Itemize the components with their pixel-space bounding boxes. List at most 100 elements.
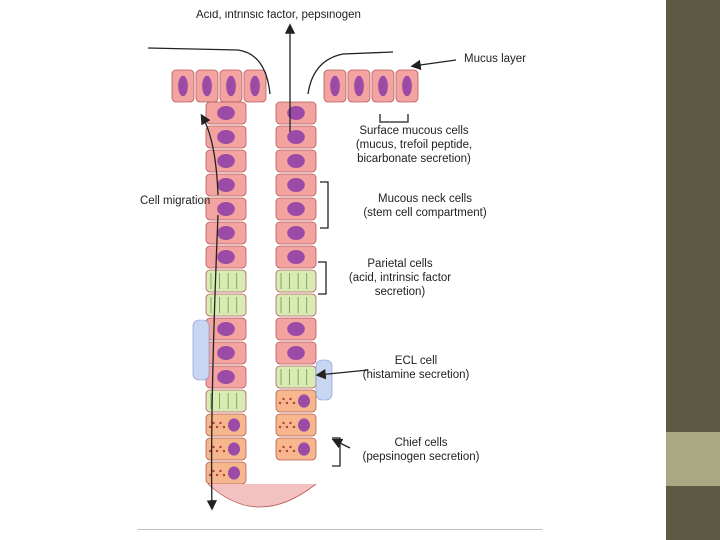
zymogen-granule <box>289 445 292 449</box>
chief-line2: (pepsinogen secretion) <box>362 451 480 463</box>
zymogen-granule <box>219 421 222 425</box>
ecl-arrow <box>315 369 369 380</box>
surface-mucous-title: Surface mucous cells <box>359 125 469 137</box>
zymogen-granule <box>222 425 226 429</box>
parietal-line3: secretion) <box>374 286 426 298</box>
nucleus <box>217 201 235 217</box>
zymogen-granule <box>208 473 212 477</box>
nucleus <box>250 75 260 97</box>
mucus-right-line <box>307 51 394 95</box>
ecl-cell <box>315 359 333 401</box>
mucus-layer-arrow <box>410 59 457 71</box>
parietal-cell <box>205 269 247 293</box>
zymogen-granule <box>282 445 285 449</box>
mucous-neck-bracket <box>320 181 329 229</box>
nucleus <box>178 75 188 97</box>
mucous-neck-title: Mucous neck cells <box>378 193 472 205</box>
nucleus <box>217 345 235 361</box>
zymogen-granule <box>292 401 296 405</box>
zymogen-granule <box>278 425 282 429</box>
zymogen-granule <box>212 421 215 425</box>
nucleus <box>226 75 236 97</box>
nucleus <box>298 418 310 432</box>
chief-title: Chief cells <box>394 437 448 449</box>
parietal-cell <box>205 389 247 413</box>
nucleus <box>378 75 388 97</box>
zymogen-granule <box>289 397 292 401</box>
zymogen-granule <box>278 401 282 405</box>
zymogen-granule <box>212 469 215 473</box>
nucleus <box>217 369 235 385</box>
zymogen-granule <box>212 445 215 449</box>
nucleus <box>298 394 310 408</box>
zymogen-granule <box>285 401 289 405</box>
parietal-line2: (acid, intrinsic factor <box>348 272 452 284</box>
nucleus <box>217 321 235 337</box>
gastric-gland-diagram <box>147 23 457 511</box>
nucleus <box>202 75 212 97</box>
figure-bottom-rule <box>138 529 542 530</box>
parietal-cell <box>275 293 317 317</box>
annotation-lines <box>147 23 457 511</box>
nucleus <box>217 249 235 265</box>
zymogen-granule <box>285 449 289 453</box>
cells-layer <box>171 69 419 508</box>
nucleus <box>298 442 310 456</box>
nucleus <box>228 418 240 432</box>
zymogen-granule <box>292 449 296 453</box>
mucous-neck-line2: (stem cell compartment) <box>363 207 487 219</box>
sidebar-accent-block <box>666 432 720 486</box>
nucleus <box>287 129 305 145</box>
parietal-cell <box>275 365 317 389</box>
chief-bracket <box>332 437 341 467</box>
ecl-cell <box>192 319 210 381</box>
nucleus <box>287 177 305 193</box>
zymogen-granule <box>285 425 289 429</box>
zymogen-granule <box>219 445 222 449</box>
migration-arrow-up <box>200 113 219 196</box>
gastric-gland-figure: Acid, intrinsic factor, pepsinogen Mucus… <box>138 10 542 530</box>
nucleus <box>217 105 235 121</box>
zymogen-granule <box>222 449 226 453</box>
zymogen-granule <box>208 449 212 453</box>
nucleus <box>228 442 240 456</box>
nucleus <box>287 345 305 361</box>
nucleus <box>217 129 235 145</box>
zymogen-granule <box>289 421 292 425</box>
nucleus <box>402 75 412 97</box>
nucleus <box>217 177 235 193</box>
nucleus <box>217 225 235 241</box>
mucus-layer-label: Mucus layer <box>464 53 526 65</box>
zymogen-granule <box>282 421 285 425</box>
zymogen-granule <box>215 449 219 453</box>
nucleus <box>217 153 235 169</box>
zymogen-granule <box>208 425 212 429</box>
zymogen-granule <box>219 469 222 473</box>
zymogen-granule <box>282 397 285 401</box>
zymogen-granule <box>215 473 219 477</box>
zymogen-granule <box>278 449 282 453</box>
nucleus <box>287 225 305 241</box>
cell-migration-label: Cell migration <box>140 195 211 207</box>
ecl-title: ECL cell <box>394 355 438 367</box>
zymogen-granule <box>215 425 219 429</box>
nucleus <box>330 75 340 97</box>
nucleus <box>287 249 305 265</box>
zymogen-granule <box>292 425 296 429</box>
nucleus <box>287 321 305 337</box>
parietal-cell <box>275 269 317 293</box>
parietal-title: Parietal cells <box>367 258 433 270</box>
surface-mucous-line2: (mucus, trefoil peptide, <box>355 139 473 151</box>
ecl-line2: (histamine secretion) <box>362 369 470 381</box>
migration-arrow-down <box>206 214 219 511</box>
nucleus <box>287 105 305 121</box>
nucleus <box>354 75 364 97</box>
nucleus <box>287 201 305 217</box>
chief-arrow <box>331 438 351 449</box>
parietal-cell <box>205 293 247 317</box>
mucus-left-line <box>147 47 271 95</box>
surface-mucous-line3: bicarbonate secretion) <box>357 153 471 165</box>
surface-bracket <box>379 114 409 123</box>
secretion-label: Acid, intrinsic factor, pepsinogen <box>196 10 361 21</box>
nucleus <box>287 153 305 169</box>
